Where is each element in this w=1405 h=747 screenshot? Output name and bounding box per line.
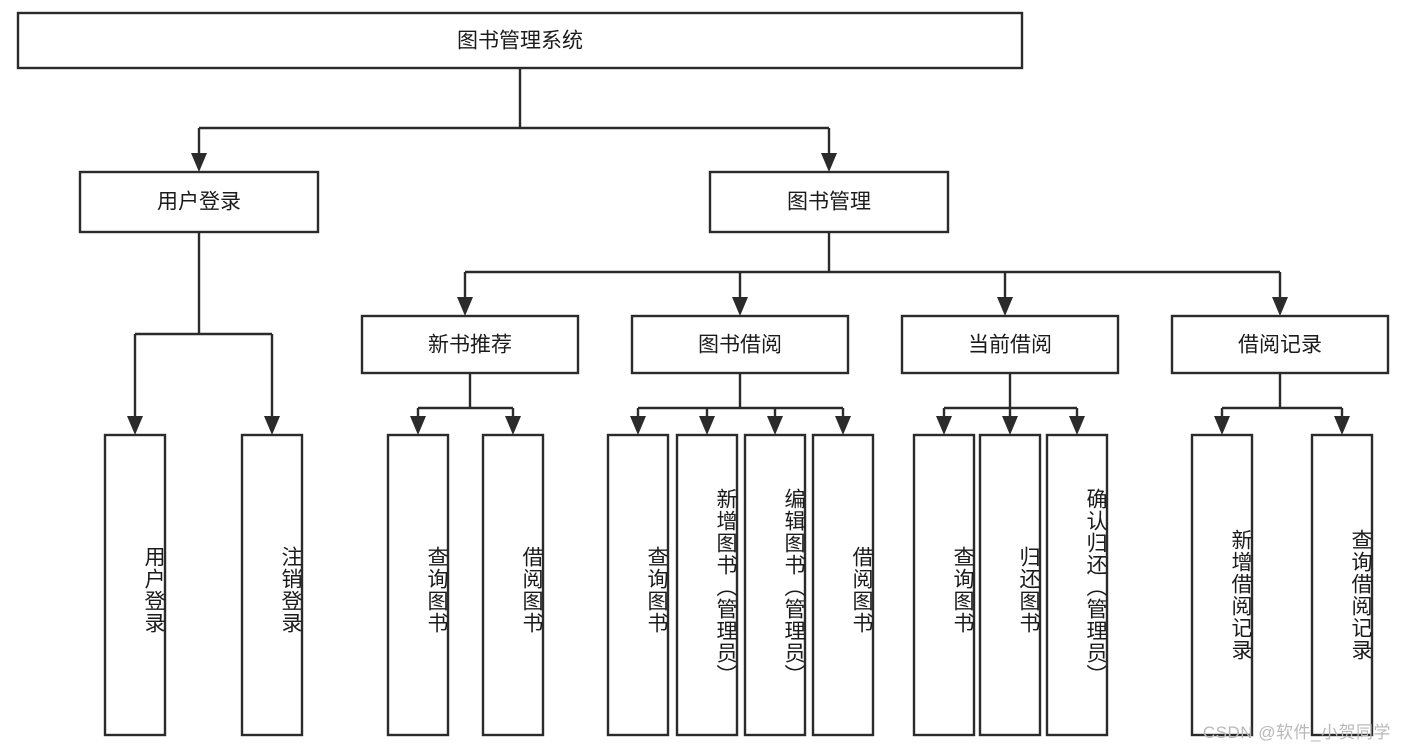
arrow-head-cb-3: [1069, 416, 1085, 435]
connector-borrow-record-to-leaves: [1214, 373, 1350, 435]
connector-current-borrow-to-leaves: [936, 373, 1085, 435]
arrow-head-leaf-logout: [264, 416, 280, 435]
arrow-head-book-borrow: [732, 297, 748, 316]
leaf-box-bb-add-book[interactable]: [675, 433, 739, 737]
arrow-head-br-2: [1334, 416, 1350, 435]
arrow-head-book-manage: [821, 153, 837, 172]
arrow-head-new-book: [457, 297, 473, 316]
arrow-head-bb-2: [699, 416, 715, 435]
arrow-head-user-login: [191, 153, 207, 172]
leaf-box-br-add-record[interactable]: [1190, 433, 1254, 737]
arrow-head-cb-2: [1002, 416, 1018, 435]
leaf-box-cb-query-book[interactable]: [912, 433, 976, 737]
arrow-head-borrow-record: [1272, 297, 1288, 316]
leaf-box-cb-return-book[interactable]: [978, 433, 1042, 737]
leaf-box-cb-confirm-return[interactable]: [1045, 433, 1109, 737]
node-current-borrow-box[interactable]: [900, 314, 1120, 375]
node-book-manage-box[interactable]: [708, 170, 950, 234]
connector-book-manage-to-level3: [457, 232, 1288, 316]
leaf-box-bb-query-book[interactable]: [606, 433, 670, 737]
connector-user-login-to-leaves: [127, 232, 280, 435]
node-root-label: 图书管理系统: [457, 30, 583, 53]
connector-new-book-to-leaves: [410, 373, 521, 435]
arrow-head-nb-1: [410, 416, 426, 435]
node-borrow-record-box[interactable]: [1170, 314, 1390, 375]
leaf-box-bb-borrow-book[interactable]: [811, 433, 875, 737]
leaf-box-bb-edit-book[interactable]: [743, 433, 807, 737]
node-user-login-box[interactable]: [78, 170, 320, 234]
leaf-box-br-query-record[interactable]: [1310, 433, 1374, 737]
csdn-watermark: CSDN @软件_小贺同学: [1202, 723, 1391, 742]
arrow-head-bb-3: [767, 416, 783, 435]
connector-book-borrow-to-leaves: [630, 373, 851, 435]
arrow-head-bb-1: [630, 416, 646, 435]
node-root-box[interactable]: [16, 11, 1024, 70]
arrow-head-br-1: [1214, 416, 1230, 435]
node-new-book-label: 新书推荐: [428, 334, 512, 357]
node-new-book-box[interactable]: [360, 314, 580, 375]
node-book-borrow-label: 图书借阅: [698, 334, 782, 357]
leaf-box-user-login[interactable]: [103, 433, 167, 737]
arrow-head-current-borrow: [997, 297, 1013, 316]
arrow-head-bb-4: [835, 416, 851, 435]
arrow-head-nb-2: [505, 416, 521, 435]
leaf-box-nb-query-book[interactable]: [386, 433, 450, 737]
arrow-head-leaf-user-login: [127, 416, 143, 435]
leaf-box-nb-borrow-book[interactable]: [481, 433, 545, 737]
node-borrow-record-label: 借阅记录: [1238, 334, 1322, 357]
node-current-borrow-label: 当前借阅: [968, 334, 1052, 357]
node-book-borrow-box[interactable]: [630, 314, 850, 375]
arrow-head-cb-1: [936, 416, 952, 435]
leaf-box-logout[interactable]: [240, 433, 304, 737]
node-user-login-label: 用户登录: [157, 191, 241, 214]
connector-root-to-level2: [191, 68, 837, 172]
node-book-manage-label: 图书管理: [787, 191, 871, 214]
